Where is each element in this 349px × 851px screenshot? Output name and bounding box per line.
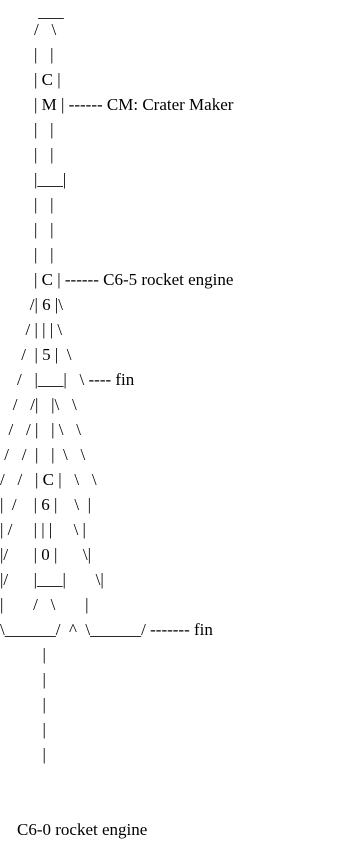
diagram-line: |/ |___| \| [0, 570, 104, 589]
diagram-line: | / \ | [0, 595, 89, 614]
diagram-line-engine-stem: | [0, 645, 46, 664]
diagram-line-engine-stem: | [0, 695, 46, 714]
diagram-line-engine-stem: | [0, 720, 46, 739]
diagram-line: | | [0, 120, 54, 139]
diagram-line: | | [0, 145, 54, 164]
diagram-line: | | [0, 45, 54, 64]
diagram-line: /| 6 |\ [0, 295, 64, 314]
diagram-line-lower-engine-label: C6-0 rocket engine [0, 820, 148, 839]
diagram-line: |___| [0, 170, 67, 189]
diagram-line: | | [0, 245, 54, 264]
diagram-line: | / | 6 | \ | [0, 495, 92, 514]
diagram-line: / | 5 | \ [0, 345, 72, 364]
diagram-line: / | | | \ [0, 320, 63, 339]
diagram-line-nose-cone: / \ [0, 20, 57, 39]
diagram-line-engine-stem: | [0, 745, 46, 764]
diagram-line-nose-cap: ___ [0, 2, 64, 21]
diagram-line: / / | | \ \ [0, 445, 86, 464]
diagram-line-upper-fin-label: / |___| \ ---- fin [0, 370, 135, 389]
diagram-line-engine-stem: | [0, 670, 46, 689]
diagram-line: / / | | \ \ [0, 420, 81, 439]
diagram-line-upper-engine-label: | C | ------ C6-5 rocket engine [0, 270, 234, 289]
diagram-line-crater-maker-label: | M | ------ CM: Crater Maker [0, 95, 234, 114]
diagram-line: / / | C | \ \ [0, 470, 97, 489]
diagram-line: | / | | | \ | [0, 520, 86, 539]
diagram-line-lower-fin-label: \______/ ^ \______/ ------- fin [0, 620, 213, 639]
diagram-line: | | [0, 220, 54, 239]
diagram-line: |/ | 0 | \| [0, 545, 92, 564]
diagram-line: | C | [0, 70, 61, 89]
diagram-line: / /| |\ \ [0, 395, 77, 414]
diagram-line: | | [0, 195, 54, 214]
